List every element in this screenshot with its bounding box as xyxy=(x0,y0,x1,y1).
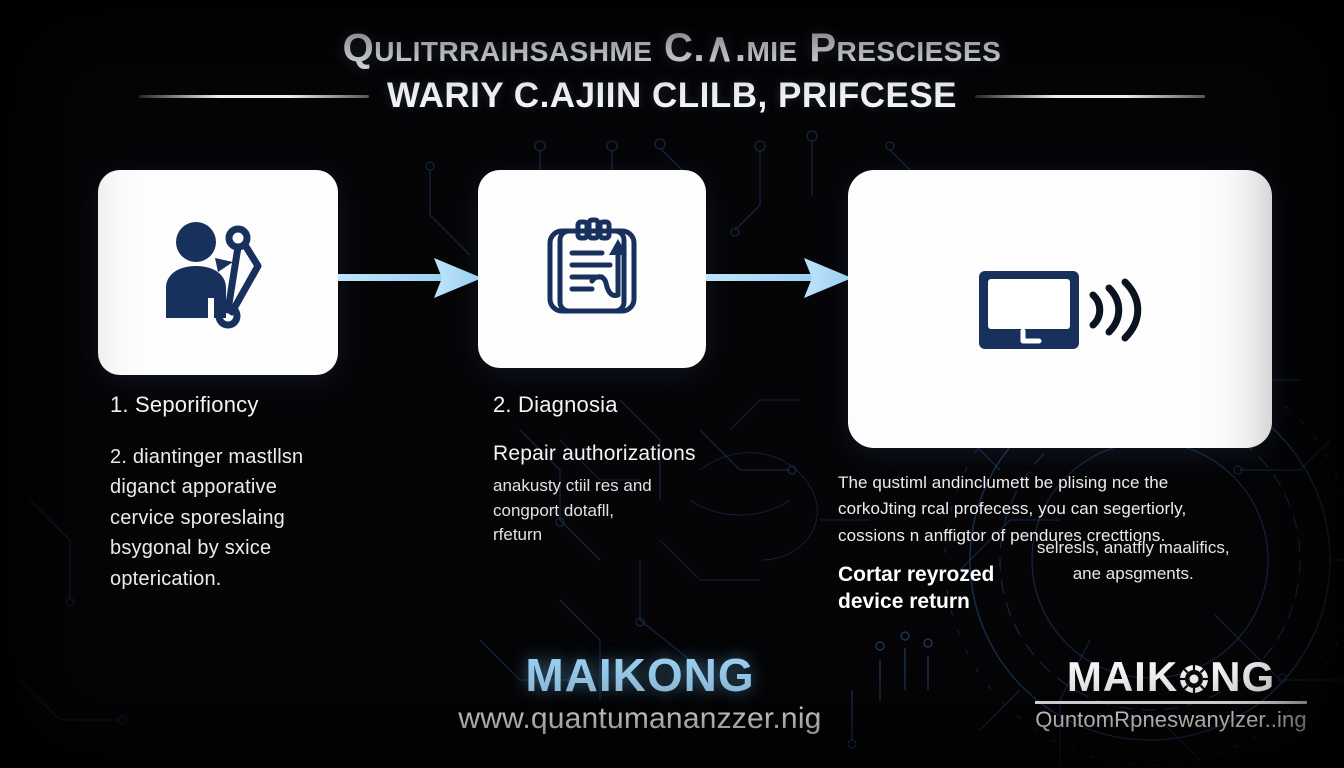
step-3-tail-text: selresls, anatfly maalifics, ane apsgmen… xyxy=(998,535,1268,586)
step-1-line-2: diganct apporative xyxy=(110,476,278,499)
step-3-tail-line-2: ane apsgments. xyxy=(1072,563,1194,583)
maikong-wordmark-right-before: MAIK xyxy=(1066,653,1179,700)
page-subtitle: WARIY C.AJIIN CLILB, PRIFCESE xyxy=(386,76,958,115)
step-3-bold-note: Cortar reyrozed device return xyxy=(838,561,994,616)
step-column-1: 1. Seporifioncy 2. diantinger mastllsn d… xyxy=(110,392,400,594)
step-2-line-2: congport dotafll, xyxy=(493,500,614,520)
maikong-wordmark-right-after: NG xyxy=(1210,653,1276,700)
step-3-para-line-1: The qustiml andinclumett be plising nce … xyxy=(838,473,1169,492)
person-with-support-arm-icon xyxy=(166,221,262,328)
step-1-line-4: bsygonal by sxice xyxy=(110,537,272,560)
flow-arrow-2 xyxy=(706,256,856,300)
subtitle-row: WARIY C.AJIIN CLILB, PRIFCESE xyxy=(0,76,1344,116)
step-column-2: 2. Diagnosia Repair authorizations anaku… xyxy=(493,392,758,548)
brand-right: MAIK NG QuntomRpneswanylzer..ing xyxy=(1006,653,1336,733)
process-flow xyxy=(0,170,1344,460)
step-1-line-1: 2. diantinger mastllsn xyxy=(110,446,304,468)
divider-right xyxy=(975,94,1206,98)
step-card-3[interactable] xyxy=(848,170,1272,448)
step-3-para-line-3: cossions n anffigtor of pendures crectti… xyxy=(838,525,1166,545)
step-3-tail-line-1: selresls, anatfly maalifics, xyxy=(1036,538,1230,558)
step-3-bold-line-1: Cortar reyrozed xyxy=(838,563,995,587)
maikong-wordmark-left: MAIKONG xyxy=(525,649,755,701)
step-1-line-5: opterication. xyxy=(110,567,222,590)
step-2-title: 2. Diagnosia xyxy=(493,392,618,417)
step-column-3: The qustiml andinclumett be plising nce … xyxy=(838,470,1268,616)
gear-icon xyxy=(1179,658,1209,693)
step-2-line-3: rfeturn xyxy=(493,525,543,545)
step-2-lead: Repair authorizations xyxy=(493,442,696,465)
maikong-logo-right: MAIK NG QuntomRpneswanylzer..ing xyxy=(1035,653,1307,733)
step-3-bold-line-2: device return xyxy=(838,590,970,614)
step-3-tail: Cortar reyrozed device return selresls, … xyxy=(838,538,1268,616)
website-url-right[interactable]: QuntomRpneswanylzer..ing xyxy=(1035,707,1307,733)
step-card-2[interactable] xyxy=(478,170,706,368)
step-2-line-1: anakusty ctiil res and xyxy=(493,476,652,495)
divider-left xyxy=(138,94,369,98)
step-card-1[interactable] xyxy=(98,170,338,375)
step-1-line-3: cervice sporeslaing xyxy=(110,506,285,529)
step-1-title: 1. Seporifioncy xyxy=(110,392,259,417)
page-title: Qulitrraihsashme C.∧.mie Prescieses xyxy=(342,26,1002,70)
website-url-left[interactable]: www.quantumananzzer.nig xyxy=(458,702,822,735)
poster-header: Qulitrraihsashme C.∧.mie Prescieses WARI… xyxy=(0,26,1344,116)
device-screen-wireless-icon xyxy=(979,271,1142,349)
maikong-wordmark-right: MAIK NG xyxy=(1035,653,1306,700)
step-3-para-line-2: corkoJting rcal profecess, you can seger… xyxy=(838,499,1187,519)
clipboard-with-arrow-icon xyxy=(547,217,637,314)
brand-left: MAIKONG www.quantumananzzer.nig xyxy=(430,652,850,736)
brand-underline xyxy=(1035,701,1307,705)
flow-arrow-1 xyxy=(338,256,486,300)
